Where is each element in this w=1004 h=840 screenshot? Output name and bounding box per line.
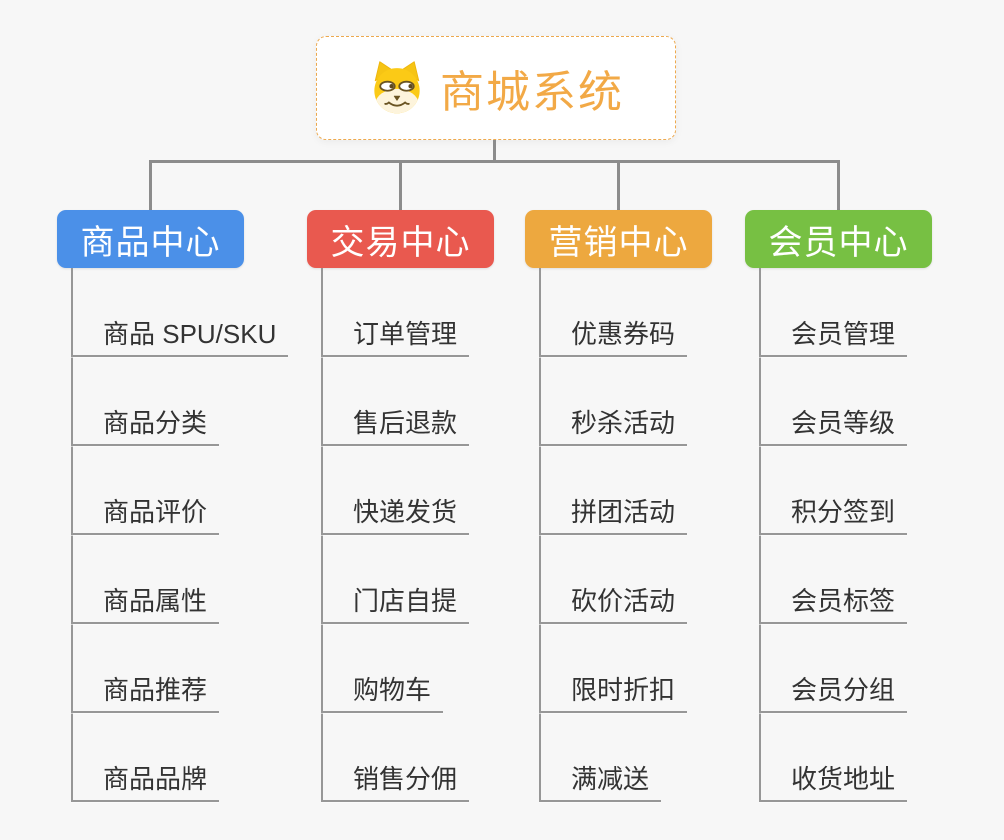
leaf-node[interactable]: 快递发货 bbox=[321, 493, 470, 535]
root-node[interactable]: 商城系统 bbox=[316, 36, 676, 140]
leaf-node[interactable]: 会员等级 bbox=[759, 404, 908, 446]
connector-line bbox=[837, 160, 840, 210]
leaf-node[interactable]: 优惠券码 bbox=[539, 315, 688, 357]
branch-label: 营销中心 bbox=[548, 223, 689, 262]
leaf-node[interactable]: 商品品牌 bbox=[71, 760, 220, 802]
branch-node-marketing-center[interactable]: 营销中心 bbox=[525, 210, 712, 268]
branch-label: 商品中心 bbox=[80, 223, 221, 262]
leaf-node[interactable]: 会员管理 bbox=[759, 315, 908, 357]
branch-label: 交易中心 bbox=[330, 223, 471, 262]
leaf-node[interactable]: 商品分类 bbox=[71, 404, 220, 446]
leaf-node[interactable]: 秒杀活动 bbox=[539, 404, 688, 446]
branch-node-trade-center[interactable]: 交易中心 bbox=[307, 210, 494, 268]
connector-line bbox=[617, 160, 620, 210]
leaf-node[interactable]: 积分签到 bbox=[759, 493, 908, 535]
leaf-node[interactable]: 购物车 bbox=[321, 671, 444, 713]
leaf-node[interactable]: 售后退款 bbox=[321, 404, 470, 446]
branch-label: 会员中心 bbox=[768, 223, 909, 262]
leaf-node[interactable]: 商品推荐 bbox=[71, 671, 220, 713]
leaf-node[interactable]: 满减送 bbox=[539, 760, 662, 802]
leaf-node[interactable]: 订单管理 bbox=[321, 315, 470, 357]
leaf-node[interactable]: 会员分组 bbox=[759, 671, 908, 713]
connector-line bbox=[399, 160, 402, 210]
leaf-node[interactable]: 限时折扣 bbox=[539, 671, 688, 713]
leaf-node[interactable]: 商品属性 bbox=[71, 582, 220, 624]
leaf-node[interactable]: 商品评价 bbox=[71, 493, 220, 535]
leaf-node[interactable]: 砍价活动 bbox=[539, 582, 688, 624]
leaf-node[interactable]: 门店自提 bbox=[321, 582, 470, 624]
connector-line bbox=[493, 140, 496, 163]
leaf-node[interactable]: 拼团活动 bbox=[539, 493, 688, 535]
connector-line bbox=[149, 160, 152, 210]
root-title: 商城系统 bbox=[440, 68, 624, 117]
leaf-node[interactable]: 销售分佣 bbox=[321, 760, 470, 802]
connector-line bbox=[150, 160, 840, 163]
leaf-node[interactable]: 收货地址 bbox=[759, 760, 908, 802]
branch-node-member-center[interactable]: 会员中心 bbox=[745, 210, 932, 268]
leaf-node[interactable]: 商品 SPU/SKU bbox=[71, 315, 289, 357]
leaf-node[interactable]: 会员标签 bbox=[759, 582, 908, 624]
doge-icon bbox=[368, 59, 426, 117]
branch-node-product-center[interactable]: 商品中心 bbox=[57, 210, 244, 268]
